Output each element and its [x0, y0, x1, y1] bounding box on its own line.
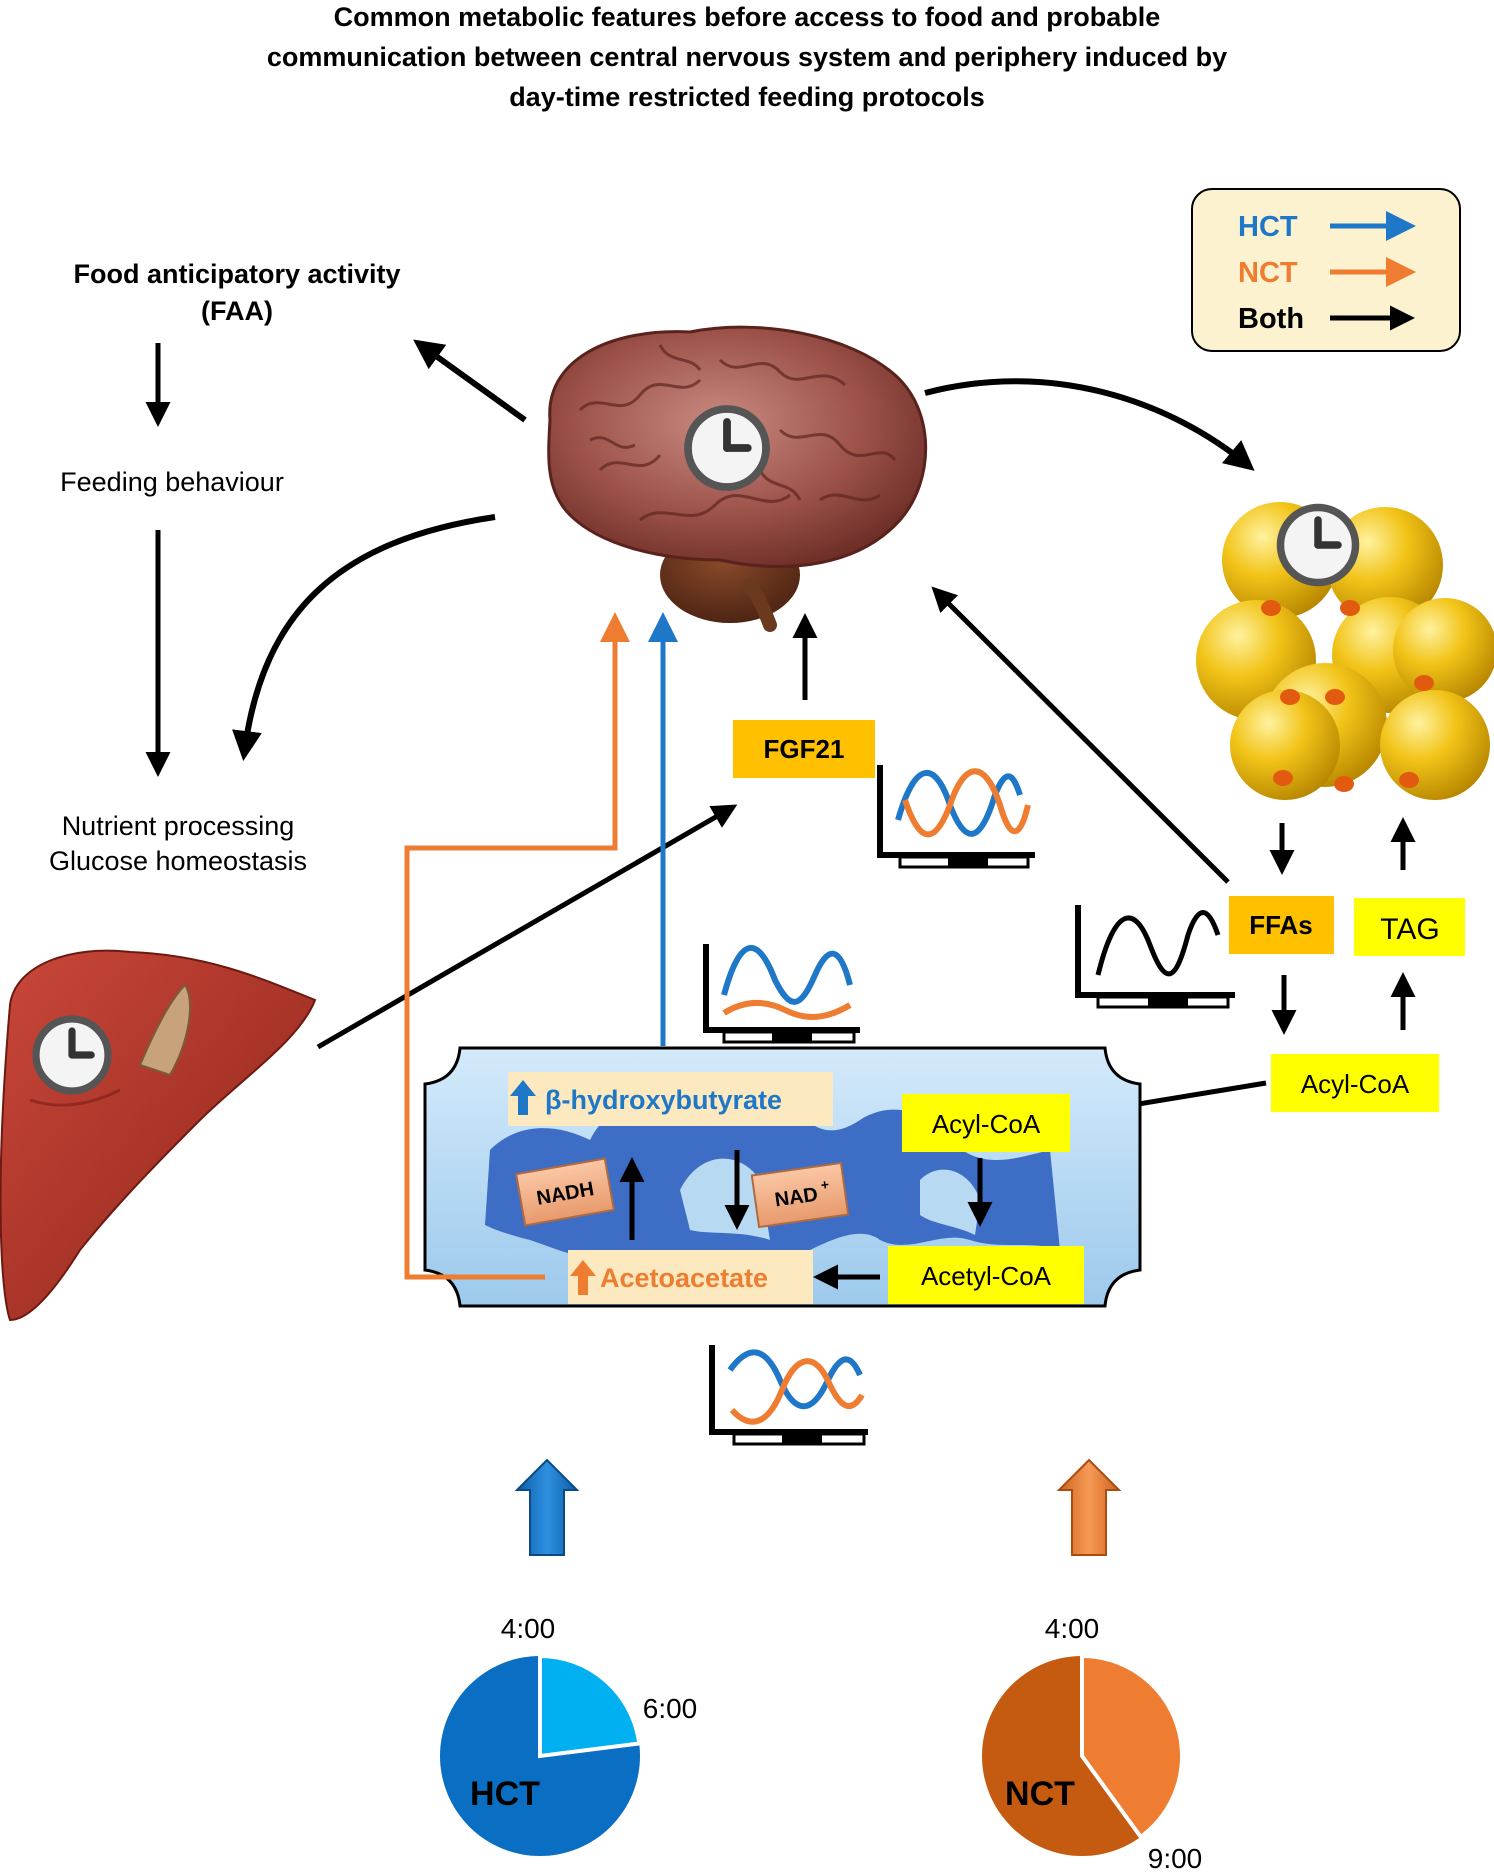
brain-gyri	[578, 344, 897, 522]
legend-hct-label: HCT	[1238, 211, 1298, 243]
legend-box	[1191, 188, 1461, 352]
faa-label-line-2: (FAA)	[201, 296, 273, 326]
brainstem	[743, 578, 777, 632]
acetoacetate-box	[568, 1250, 813, 1304]
acetylcoa-label: Acetyl-CoA	[921, 1261, 1052, 1291]
nad-tag: NAD +	[750, 1161, 850, 1229]
acylcoa-adipose-box	[1271, 1054, 1439, 1112]
ffas-label: FFAs	[1249, 910, 1313, 940]
nutrient-processing-label: Nutrient processing	[62, 811, 295, 841]
hct-pie-label: HCT	[470, 1775, 540, 1813]
adipose-clock-icon	[1281, 508, 1356, 583]
acetoacetate-label: Acetoacetate	[600, 1263, 768, 1293]
glucose-homeostasis-label: Glucose homeostasis	[49, 846, 307, 876]
nct-start-time: 4:00	[1045, 1613, 1100, 1644]
hct-feeding-clock: 4:00 6:00 HCT	[440, 1613, 697, 1856]
bhb-label: β-hydroxybutyrate	[545, 1085, 782, 1115]
acylcoa-adipose-label: Acyl-CoA	[1301, 1069, 1410, 1099]
hct-block-arrow	[514, 1458, 580, 1556]
figure-title: Common metabolic features before access …	[267, 2, 1227, 112]
acetoacetate-up-icon	[570, 1260, 596, 1295]
brain-to-nutrient-arrow	[232, 514, 496, 761]
faa-label-line-1: Food anticipatory activity	[73, 259, 400, 289]
acetylcoa-box	[888, 1246, 1084, 1304]
acylcoa-mito-box	[902, 1094, 1070, 1152]
acetoacetate-to-brain-arrow	[404, 612, 630, 1280]
legend: HCT NCT Both	[1191, 188, 1461, 352]
title-line-2: communication between central nervous sy…	[267, 42, 1227, 72]
nct-end-time: 9:00	[1148, 1843, 1203, 1870]
liver-illustration	[0, 949, 317, 1322]
ketone-oscillation-plot-icon	[703, 944, 860, 1044]
adipocyte-cluster	[1196, 502, 1494, 800]
tag-box	[1354, 898, 1465, 956]
nct-feeding-clock: 4:00 9:00 NCT	[982, 1613, 1203, 1874]
brain-clock-icon	[688, 409, 766, 487]
ffa-oscillation-plot-icon	[1075, 905, 1235, 1009]
tag-label: TAG	[1380, 913, 1439, 946]
crista-gap-2	[920, 1169, 980, 1235]
title-line-1: Common metabolic features before access …	[334, 2, 1161, 32]
liver-clock-icon	[36, 1019, 108, 1091]
acetoacetate-oscillation-plot-icon	[709, 1345, 868, 1446]
ffas-to-brain-arrow	[931, 586, 1230, 884]
title-line-3: day-time restricted feeding protocols	[509, 82, 985, 112]
hct-start-time: 4:00	[501, 1613, 556, 1644]
legend-both-label: Both	[1238, 303, 1304, 335]
liver-to-fgf21-arrow	[316, 804, 738, 1050]
acylcoa-mito-label: Acyl-CoA	[932, 1109, 1041, 1139]
fgf21-label: FGF21	[764, 734, 845, 764]
nct-feeding-window	[1080, 1653, 1184, 1840]
fgf21-oscillation-plot-icon	[877, 765, 1035, 869]
hct-feeding-window	[538, 1653, 642, 1759]
bhb-box	[508, 1072, 833, 1126]
brain-illustration	[547, 325, 928, 632]
fgf21-box	[733, 720, 875, 778]
brain-to-faa-arrow	[413, 339, 527, 423]
nad-superscript: +	[820, 1176, 830, 1193]
legend-nct-label: NCT	[1238, 257, 1298, 289]
nct-block-arrow	[1056, 1458, 1122, 1556]
ffas-box	[1229, 896, 1334, 954]
nadh-tag: NADH	[515, 1157, 615, 1227]
hct-end-time: 6:00	[643, 1693, 698, 1724]
nct-pie-label: NCT	[1005, 1775, 1075, 1813]
brain-to-adipose-arrow	[924, 378, 1255, 471]
feeding-behaviour-label: Feeding behaviour	[60, 467, 284, 497]
behaviour-column: Food anticipatory activity (FAA) Feeding…	[49, 259, 401, 876]
bhb-up-icon	[510, 1080, 536, 1115]
